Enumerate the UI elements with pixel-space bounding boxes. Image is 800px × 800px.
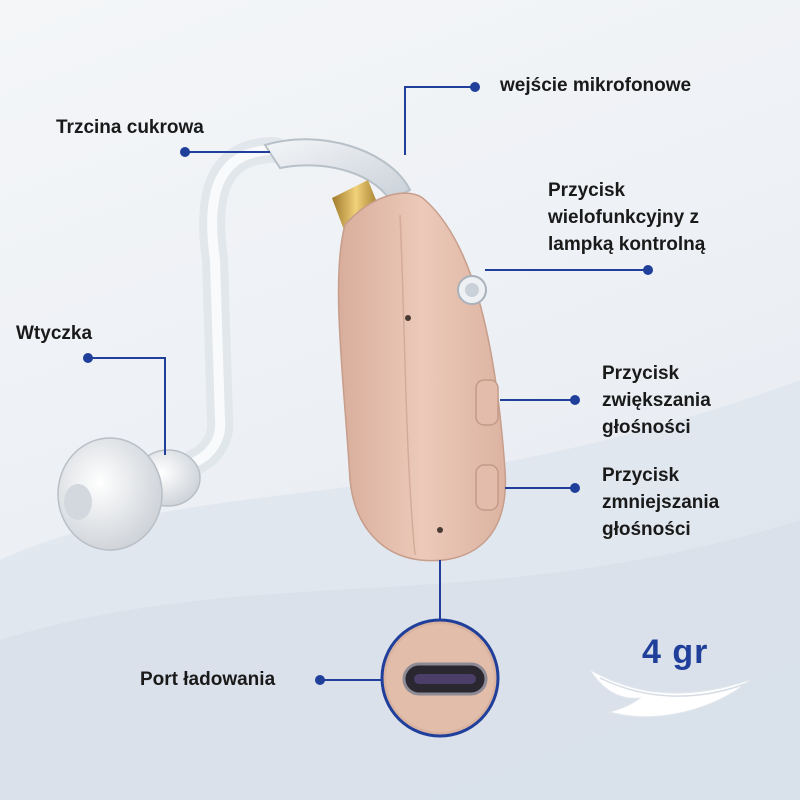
feather-icon [589,669,751,718]
label-tube: Trzcina cukrowa [56,114,204,141]
label-volume-up-line-2: zwiększania [602,390,711,411]
label-plug-text: Wtyczka [16,323,93,344]
label-volume-up-line-1: Przycisk [602,363,680,384]
label-volume-down-line-1: Przycisk [602,465,680,486]
label-multifunction-line-2: wielofunkcyjny z [548,207,699,228]
label-volume-down-button: Przycisk zmniejszania głośności [602,462,719,543]
label-charging-port-text: Port ładowania [140,669,276,690]
label-volume-down-line-2: zmniejszania [602,492,720,513]
label-microphone-text: wejście mikrofonowe [500,75,692,96]
label-tube-text: Trzcina cukrowa [56,117,204,138]
label-microphone-input: wejście mikrofonowe [500,72,691,99]
label-volume-up-button: Przycisk zwiększania głośności [602,360,711,441]
label-volume-down-line-3: głośności [602,519,691,540]
label-multifunction-line-3: lampką kontrolną [548,234,706,255]
label-plug: Wtyczka [16,320,92,347]
label-multifunction-button: Przycisk wielofunkcyjny z lampką kontrol… [548,177,705,258]
label-charging-port: Port ładowania [140,666,275,693]
weight-value: 4 gr [642,633,709,671]
label-volume-up-line-3: głośności [602,417,691,438]
label-multifunction-line-1: Przycisk [548,180,626,201]
